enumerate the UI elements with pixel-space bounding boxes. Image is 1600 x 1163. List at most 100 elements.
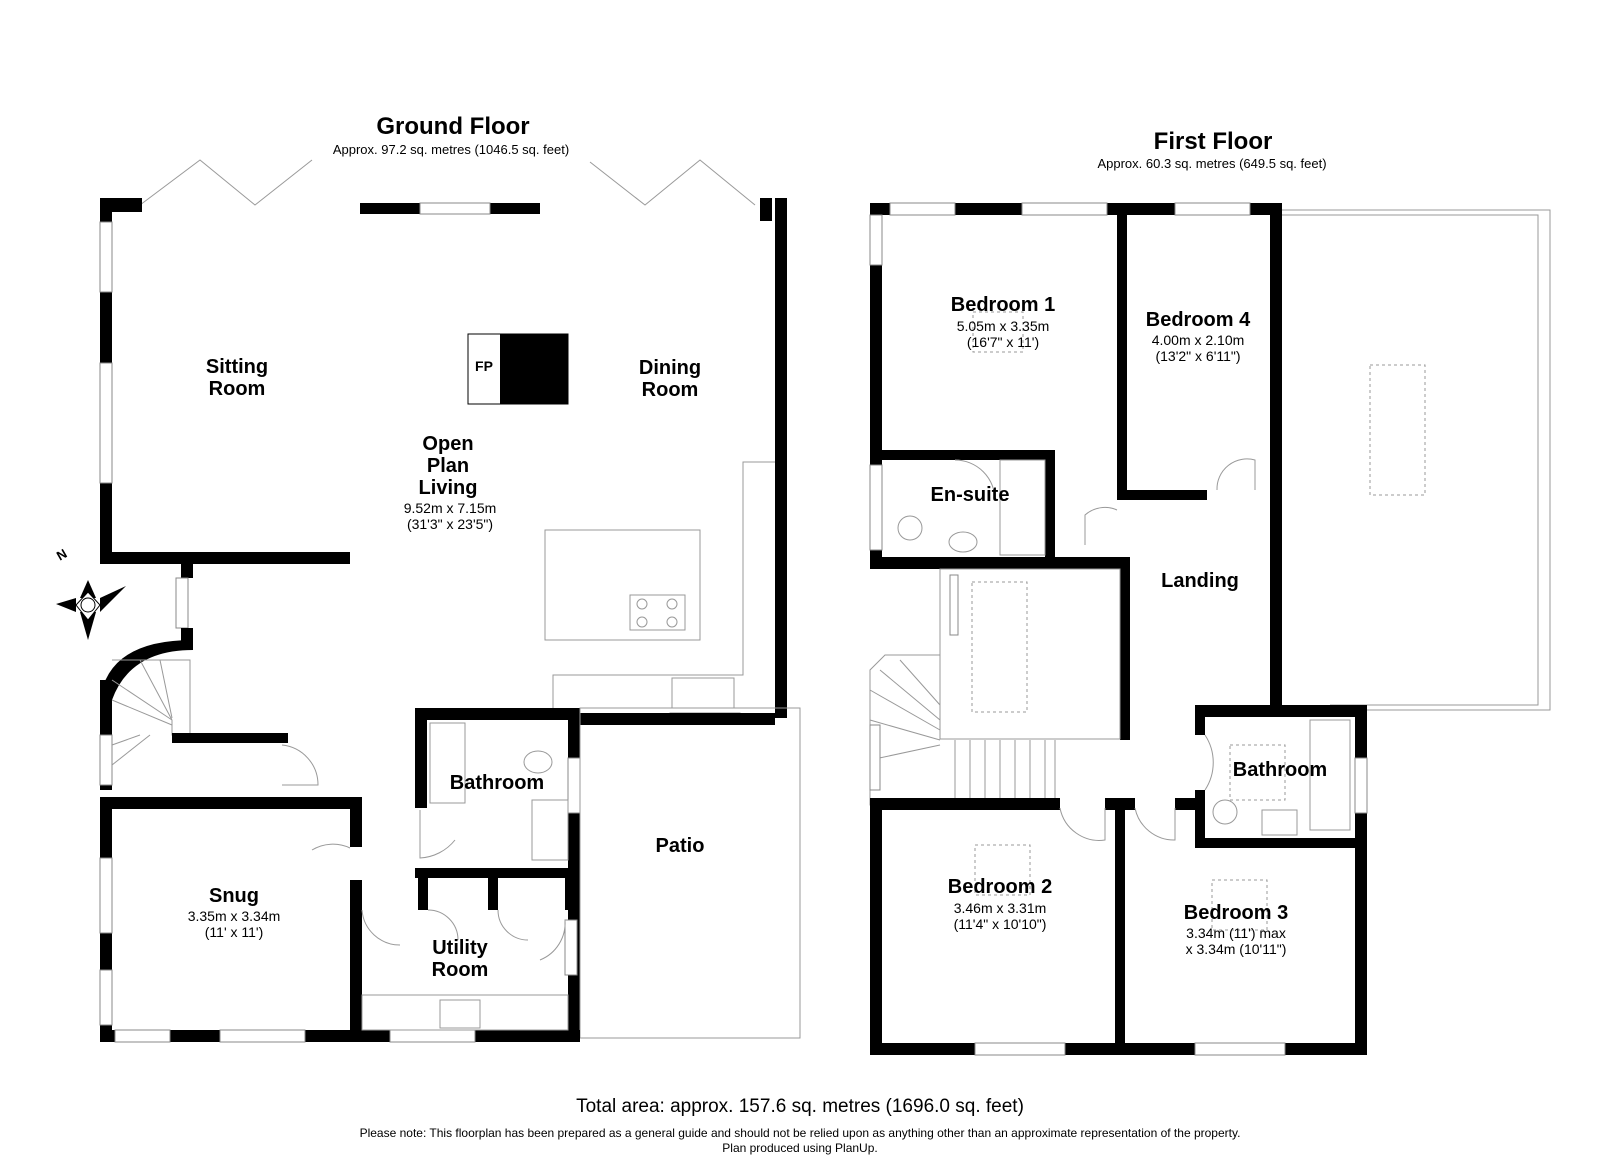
wall bbox=[568, 713, 775, 725]
basin bbox=[531, 799, 569, 861]
wall bbox=[1195, 790, 1205, 840]
bathtub bbox=[429, 722, 466, 804]
door-frame bbox=[175, 577, 189, 629]
disclaimer-note: Please note: This floorplan has been pre… bbox=[359, 1126, 1241, 1140]
wall bbox=[870, 450, 1055, 460]
wall bbox=[1195, 838, 1365, 848]
wall bbox=[1117, 210, 1127, 500]
skylight bbox=[972, 311, 1024, 353]
wall bbox=[870, 798, 1060, 810]
wall bbox=[870, 557, 1125, 569]
skylight bbox=[1229, 744, 1286, 801]
bedroom1-dims: 5.05m x 3.35m (16'7" x 11') bbox=[956, 318, 1050, 351]
wall bbox=[100, 552, 350, 564]
wall bbox=[172, 733, 288, 743]
bedroom3-dims: 3.34m (11') max x 3.34m (10'11") bbox=[1185, 925, 1287, 958]
window bbox=[1021, 202, 1108, 216]
bedroom2-label: Bedroom 2 bbox=[947, 876, 1053, 898]
wall bbox=[1270, 495, 1282, 705]
ground-floor-plan bbox=[56, 159, 801, 1043]
wall bbox=[565, 878, 577, 910]
open-plan-living-dims: 9.52m x 7.15m (31'3" x 23'5") bbox=[403, 500, 497, 533]
kitchen-sink bbox=[671, 677, 735, 709]
wall bbox=[760, 198, 772, 221]
door-swing bbox=[427, 909, 459, 941]
shower bbox=[999, 459, 1046, 556]
window bbox=[99, 221, 113, 293]
toilet bbox=[523, 750, 553, 774]
window bbox=[567, 757, 581, 814]
window bbox=[99, 857, 113, 934]
window bbox=[869, 214, 883, 266]
wall bbox=[1115, 798, 1125, 1055]
staircase bbox=[869, 654, 1056, 806]
bedroom4-label: Bedroom 4 bbox=[1145, 309, 1251, 331]
window bbox=[99, 734, 113, 786]
window bbox=[219, 1029, 306, 1043]
window bbox=[1354, 757, 1368, 814]
skylight bbox=[1369, 364, 1426, 496]
door-swing bbox=[311, 843, 351, 851]
wall bbox=[775, 198, 787, 718]
bedroom4-dims: 4.00m x 2.10m (13'2" x 6'11") bbox=[1151, 332, 1245, 365]
bedroom1-label: Bedroom 1 bbox=[950, 294, 1056, 316]
wall bbox=[1117, 490, 1207, 500]
wall bbox=[418, 878, 428, 910]
first-floor-title: First Floor bbox=[1153, 128, 1273, 155]
fireplace-hearth bbox=[500, 334, 568, 404]
snug-dims: 3.35m x 3.34m (11' x 11') bbox=[187, 908, 281, 941]
first-bathroom-label: Bathroom bbox=[1232, 759, 1328, 781]
hob-ring bbox=[636, 598, 648, 610]
window bbox=[889, 202, 956, 216]
basin bbox=[1261, 809, 1298, 836]
wall bbox=[870, 1043, 1367, 1055]
kitchen-counter bbox=[552, 461, 775, 708]
wall bbox=[1195, 705, 1205, 735]
door-swing bbox=[1134, 807, 1176, 841]
basin bbox=[948, 531, 978, 553]
window bbox=[869, 464, 883, 551]
door-swing bbox=[281, 744, 319, 786]
door-swing bbox=[954, 459, 996, 501]
door-frame bbox=[564, 919, 578, 976]
wall bbox=[1270, 203, 1282, 513]
wall bbox=[1120, 557, 1130, 740]
stair-well bbox=[939, 568, 1121, 740]
ground-floor-area: Approx. 97.2 sq. metres (1046.5 sq. feet… bbox=[332, 142, 570, 157]
wall bbox=[1195, 705, 1365, 717]
window bbox=[99, 362, 113, 484]
sitting-room-label: Sitting Room bbox=[205, 356, 269, 400]
fireplace-label: FP bbox=[475, 358, 493, 374]
skylight bbox=[974, 844, 1031, 896]
first-floor-area: Approx. 60.3 sq. metres (649.5 sq. feet) bbox=[1097, 156, 1327, 171]
bedroom3-label: Bedroom 3 bbox=[1183, 902, 1289, 924]
toilet bbox=[897, 515, 923, 541]
patio-label: Patio bbox=[655, 835, 705, 857]
skylight bbox=[971, 581, 1028, 713]
toilet bbox=[1212, 799, 1238, 825]
bathtub bbox=[1309, 719, 1351, 831]
door-swing bbox=[1084, 506, 1118, 545]
wall bbox=[415, 708, 580, 720]
ground-floor-title: Ground Floor bbox=[376, 113, 530, 140]
window bbox=[974, 1042, 1066, 1056]
wall bbox=[350, 880, 362, 1038]
curved-wall bbox=[100, 640, 193, 700]
bedroom2-dims: 3.46m x 3.31m (11'4" x 10'10") bbox=[953, 900, 1047, 933]
wall bbox=[1175, 798, 1195, 810]
door-swing bbox=[539, 919, 566, 961]
roof-outline bbox=[1282, 214, 1539, 706]
door-swing bbox=[1059, 807, 1106, 841]
first-floor-plan bbox=[869, 202, 1551, 1056]
wall bbox=[415, 708, 427, 808]
wall bbox=[415, 868, 570, 878]
total-area: Total area: approx. 157.6 sq. metres (16… bbox=[576, 1096, 1024, 1117]
hob-ring bbox=[666, 616, 678, 628]
bifold-door-right bbox=[589, 159, 756, 206]
window bbox=[419, 202, 491, 215]
ensuite-label: En-suite bbox=[930, 484, 1010, 506]
wall bbox=[870, 798, 882, 1055]
hob-ring bbox=[666, 598, 678, 610]
wall bbox=[100, 797, 350, 809]
